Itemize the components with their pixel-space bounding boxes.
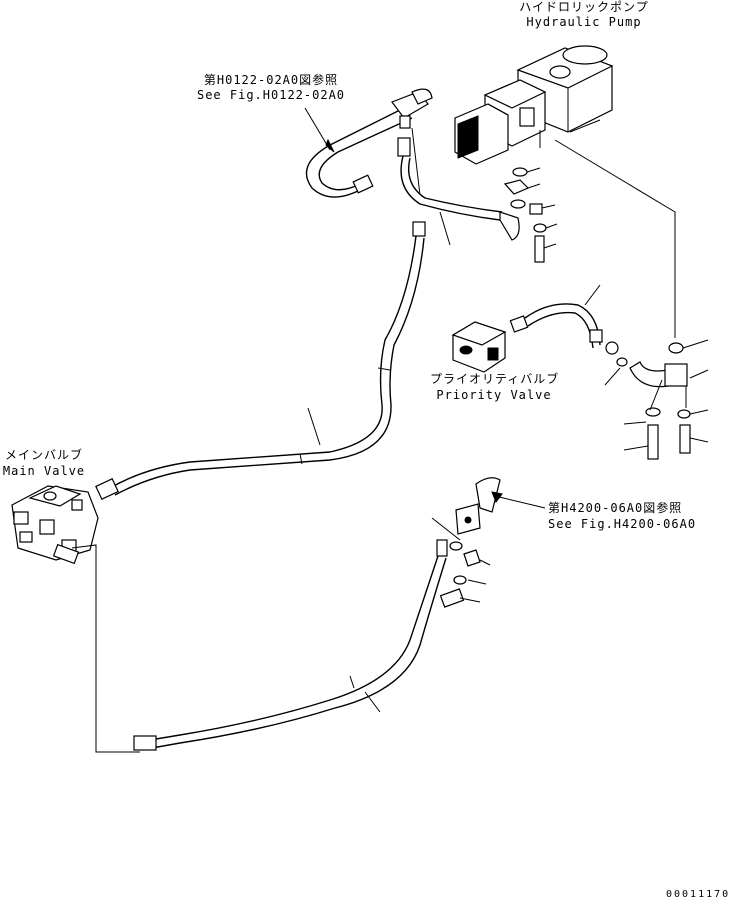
pump-fittings [503, 167, 558, 263]
main-valve [11, 485, 99, 565]
main-valve-label-jp: メインバルブ [4, 448, 83, 462]
return-fittings [431, 517, 491, 608]
priority-label-en: Priority Valve [436, 388, 552, 402]
suction-hose-upper [305, 88, 433, 198]
main-pressure-hose [95, 221, 426, 500]
pump-label-jp: ハイドロリックポンプ [519, 0, 649, 14]
drawing-number: 00011170 [666, 889, 731, 900]
priority-outlet-hose [524, 303, 628, 367]
main-valve-leader [71, 544, 140, 753]
ref1-label-jp: 第H0122-02A0図参照 [203, 73, 339, 87]
priority-valve [451, 315, 529, 373]
priority-label-jp: プライオリティバルブ [430, 372, 560, 386]
ref2-label-en: See Fig.H4200-06A0 [548, 517, 697, 531]
ref1-leader-line [304, 107, 331, 151]
ref1-label-en: See Fig.H0122-02A0 [196, 88, 346, 102]
elbow-fitting [629, 342, 691, 460]
fitting-leader-lines [623, 339, 709, 451]
main-valve-label-en: Main Valve [2, 464, 86, 478]
return-hose [133, 477, 501, 751]
pump-leader-line [554, 139, 676, 338]
hydraulic-pump [454, 45, 614, 165]
ref2-leader-line [494, 495, 546, 509]
pump-label-en: Hydraulic Pump [526, 15, 642, 29]
ref2-label-jp: 第H4200-06A0図参照 [548, 501, 683, 515]
pump-to-fitting-hose [397, 137, 520, 241]
